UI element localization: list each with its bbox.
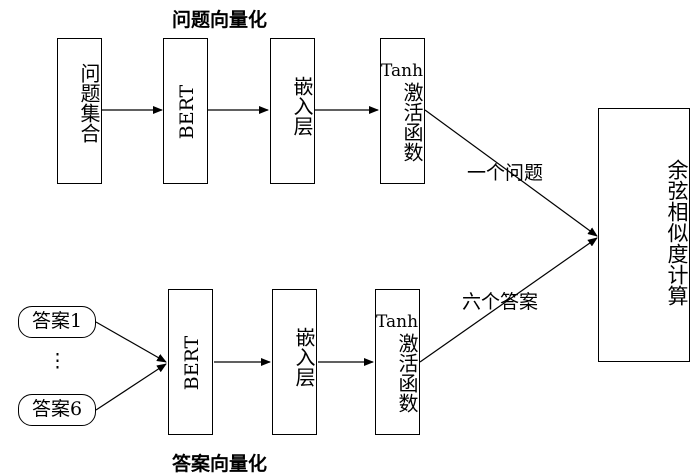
activation-function-label-answer: 激活函数: [395, 333, 419, 413]
bert-box-answer: BERT: [168, 289, 213, 435]
edge-label-one-question: 一个问题: [467, 162, 544, 184]
tanh-activation-box-question: Tanh 激活函数: [380, 38, 425, 184]
answer-1-node: 答案1: [18, 306, 96, 338]
tanh-label-question: Tanh: [381, 61, 424, 81]
line-tanh-to-cosine-bottom: [419, 237, 598, 363]
cosine-similarity-box: 余弦相似度计算: [598, 108, 690, 362]
bert-label-question: BERT: [176, 84, 198, 140]
title-answer-vectorization: 答案向量化: [172, 453, 268, 475]
embedding-layer-label-question: 嵌入层: [290, 76, 314, 136]
answer-1-label: 答案1: [31, 310, 83, 332]
line-answer6-to-bert: [95, 363, 167, 411]
bert-label-answer: BERT: [181, 335, 203, 391]
embedding-layer-box-answer: 嵌入层: [272, 289, 317, 435]
tanh-label-answer: Tanh: [376, 312, 419, 332]
title-question-vectorization: 问题向量化: [172, 9, 268, 31]
bert-box-question: BERT: [163, 38, 208, 184]
cosine-similarity-label: 余弦相似度计算: [665, 159, 689, 306]
embedding-layer-box-question: 嵌入层: [270, 38, 315, 184]
question-set-label: 问题集合: [77, 63, 101, 143]
answer-6-node: 答案6: [18, 394, 96, 426]
activation-function-label-question: 激活函数: [400, 82, 424, 162]
question-set-box: 问题集合: [57, 38, 102, 184]
answer-ellipsis: ⋮: [48, 350, 67, 372]
line-tanh-to-cosine-top: [424, 109, 598, 237]
line-answer1-to-bert: [95, 321, 167, 363]
embedding-layer-label-answer: 嵌入层: [292, 327, 316, 387]
edge-label-six-answers: 六个答案: [462, 291, 539, 313]
tanh-activation-box-answer: Tanh 激活函数: [375, 289, 420, 435]
answer-6-label: 答案6: [31, 398, 83, 420]
